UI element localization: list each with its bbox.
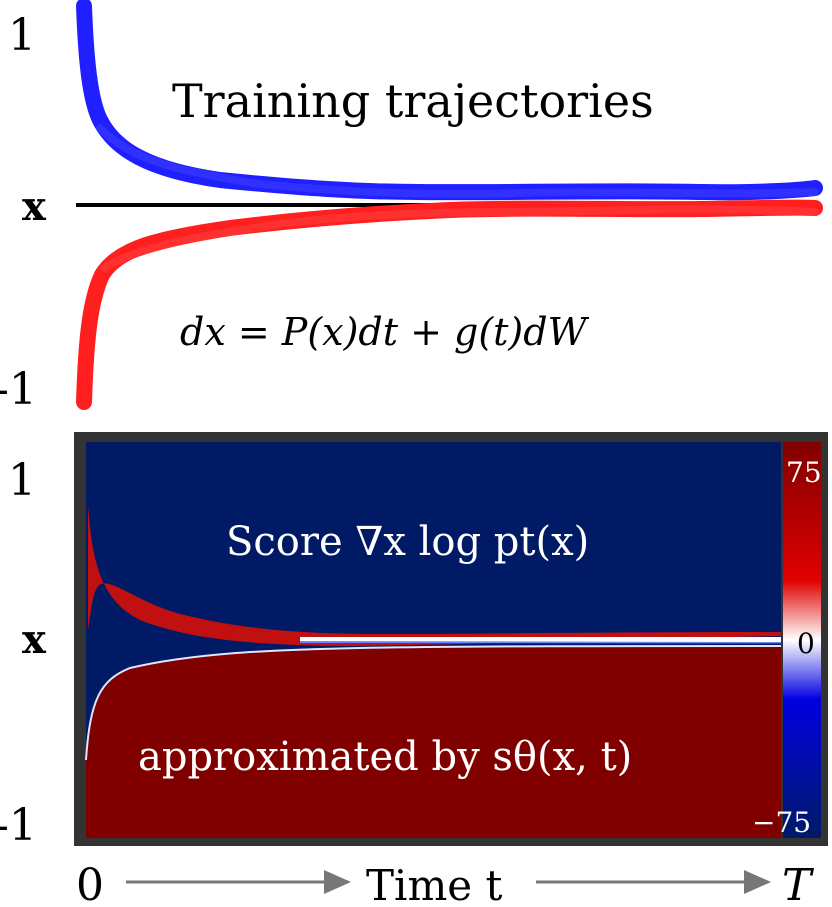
colorbar-gradient xyxy=(783,442,821,838)
colorbar-min-label: −75 xyxy=(752,806,811,839)
time-axis-label: Time t xyxy=(366,861,502,907)
top-title: Training trajectories xyxy=(172,74,654,128)
time-axis-end: T xyxy=(782,860,815,907)
time-axis: 0 Time t T xyxy=(76,860,815,907)
top-y-label-x: x xyxy=(22,183,47,230)
score-title: Score ∇x log pt(x) xyxy=(226,519,589,565)
bottom-y-label-1: 1 xyxy=(8,455,36,506)
trajectory-upper-noise xyxy=(96,124,819,198)
bottom-y-label-minus1: -1 xyxy=(0,800,37,851)
bottom-y-label-x: x xyxy=(22,616,47,663)
time-axis-start: 0 xyxy=(76,860,104,907)
sde-equation: dx = P(x)dt + g(t)dW xyxy=(180,310,590,354)
score-subtitle: approximated by sθ(x, t) xyxy=(138,734,632,780)
top-y-label-minus1: -1 xyxy=(0,364,37,415)
colorbar: 75 0 −75 xyxy=(752,442,822,839)
top-y-label-1: 1 xyxy=(8,10,36,61)
colorbar-max-label: 75 xyxy=(786,456,822,489)
colorbar-mid-label: 0 xyxy=(797,627,815,660)
score-heatmap xyxy=(85,442,782,838)
bottom-panel: 1 x -1 Score ∇x log pt(x) approximated b… xyxy=(0,432,828,851)
trajectory-lower-noise xyxy=(100,205,819,272)
top-panel: 1 x -1 Training trajectories dx = P(x)dt… xyxy=(0,0,823,415)
